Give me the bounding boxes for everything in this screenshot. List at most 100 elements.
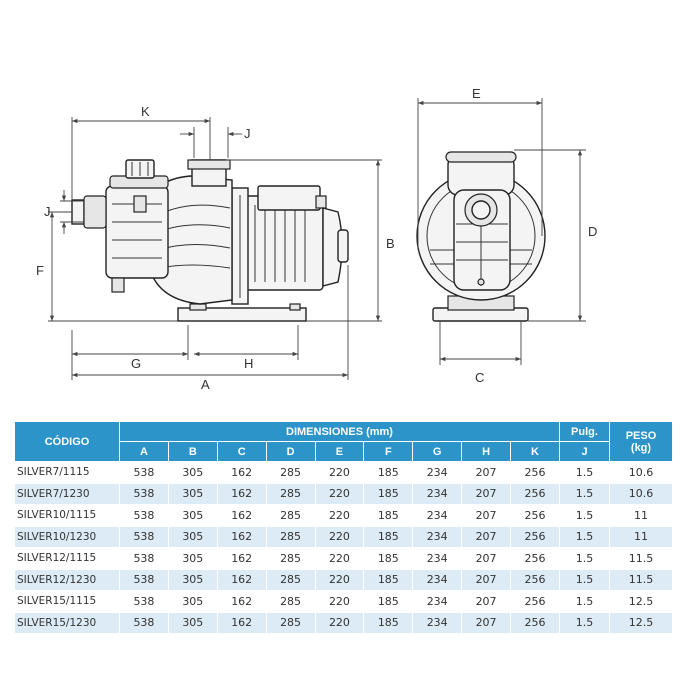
table-cell: 305 [168, 569, 217, 590]
table-cell: 10.6 [610, 483, 672, 504]
table-cell: 305 [168, 462, 217, 483]
table-cell: 11.5 [610, 548, 672, 569]
dim-label-d: D [588, 224, 597, 239]
table-cell: 234 [413, 591, 462, 612]
table-cell: 162 [217, 612, 266, 633]
table-cell: 1.5 [560, 591, 609, 612]
dim-label-a: A [201, 377, 210, 392]
table-cell: 1.5 [560, 612, 609, 633]
table-cell: 220 [315, 526, 364, 547]
header-peso-line1: PESO [625, 429, 657, 442]
table-cell: 12.5 [610, 591, 672, 612]
table-cell: 162 [217, 505, 266, 526]
subheader-d: D [266, 442, 315, 461]
header-dimensiones: DIMENSIONES (mm) [120, 422, 559, 441]
table-cell: 234 [413, 548, 462, 569]
table-cell: 220 [315, 548, 364, 569]
dim-label-f: F [36, 263, 44, 278]
dim-label-j-top: J [244, 126, 251, 141]
front-dimension-lines [417, 98, 586, 365]
table-cell: 538 [120, 569, 168, 590]
pump-side-view [71, 159, 349, 322]
table-cell: 305 [168, 548, 217, 569]
table-cell: 185 [364, 548, 413, 569]
table-cell: 285 [266, 612, 315, 633]
table-cell: 1.5 [560, 569, 609, 590]
table-cell: 256 [511, 612, 559, 633]
table-cell: 11.5 [610, 569, 672, 590]
table-cell: 1.5 [560, 462, 609, 483]
dim-label-g: G [131, 356, 141, 371]
table-cell: 207 [462, 591, 510, 612]
cell-code: SILVER10/1230 [15, 526, 119, 547]
dimensions-table: CÓDIGO DIMENSIONES (mm) Pulg. PESO (kg) … [14, 421, 673, 634]
dim-label-h: H [244, 356, 253, 371]
header-pulg: Pulg. [560, 422, 609, 441]
table-cell: 11 [610, 526, 672, 547]
subheader-c: C [217, 442, 266, 461]
table-cell: 305 [168, 526, 217, 547]
dim-label-k: K [141, 104, 150, 119]
table-cell: 207 [462, 505, 510, 526]
table-cell: 162 [217, 569, 266, 590]
table-cell: 162 [217, 483, 266, 504]
header-peso: PESO (kg) [610, 422, 672, 461]
dim-label-b: B [386, 236, 395, 251]
table-cell: 207 [462, 526, 510, 547]
table-cell: 285 [266, 548, 315, 569]
subheader-g: G [413, 442, 462, 461]
table-cell: 538 [120, 505, 168, 526]
table-cell: 305 [168, 591, 217, 612]
table-cell: 11 [610, 505, 672, 526]
header-peso-line2: (kg) [630, 441, 652, 454]
table-cell: 305 [168, 505, 217, 526]
table-cell: 185 [364, 462, 413, 483]
table-cell: 1.5 [560, 526, 609, 547]
table-cell: 12.5 [610, 612, 672, 633]
table-cell: 1.5 [560, 483, 609, 504]
table-cell: 285 [266, 569, 315, 590]
table-cell: 256 [511, 548, 559, 569]
subheader-h: H [462, 442, 510, 461]
cell-code: SILVER10/1115 [15, 505, 119, 526]
table-cell: 220 [315, 483, 364, 504]
subheader-f: F [364, 442, 413, 461]
table-cell: 220 [315, 612, 364, 633]
table-cell: 538 [120, 591, 168, 612]
table-cell: 234 [413, 569, 462, 590]
pump-front-view [416, 151, 546, 322]
side-dimension-lines [48, 117, 382, 380]
subheader-b: B [168, 442, 217, 461]
table-cell: 538 [120, 612, 168, 633]
subheader-j: J [560, 442, 609, 461]
table-cell: 1.5 [560, 548, 609, 569]
subheader-a: A [120, 442, 168, 461]
table-cell: 285 [266, 526, 315, 547]
cell-code: SILVER12/1230 [15, 569, 119, 590]
table-cell: 185 [364, 526, 413, 547]
table-cell: 1.5 [560, 505, 609, 526]
table-cell: 162 [217, 462, 266, 483]
table-cell: 234 [413, 505, 462, 526]
table-cell: 207 [462, 548, 510, 569]
table-cell: 256 [511, 569, 559, 590]
cell-code: SILVER12/1115 [15, 548, 119, 569]
subheader-e: E [315, 442, 364, 461]
table-cell: 234 [413, 612, 462, 633]
table-cell: 234 [413, 526, 462, 547]
table-cell: 207 [462, 569, 510, 590]
table-cell: 305 [168, 483, 217, 504]
table-cell: 234 [413, 483, 462, 504]
table-cell: 185 [364, 591, 413, 612]
table-cell: 285 [266, 483, 315, 504]
table-cell: 285 [266, 591, 315, 612]
table-cell: 538 [120, 548, 168, 569]
table-cell: 185 [364, 505, 413, 526]
